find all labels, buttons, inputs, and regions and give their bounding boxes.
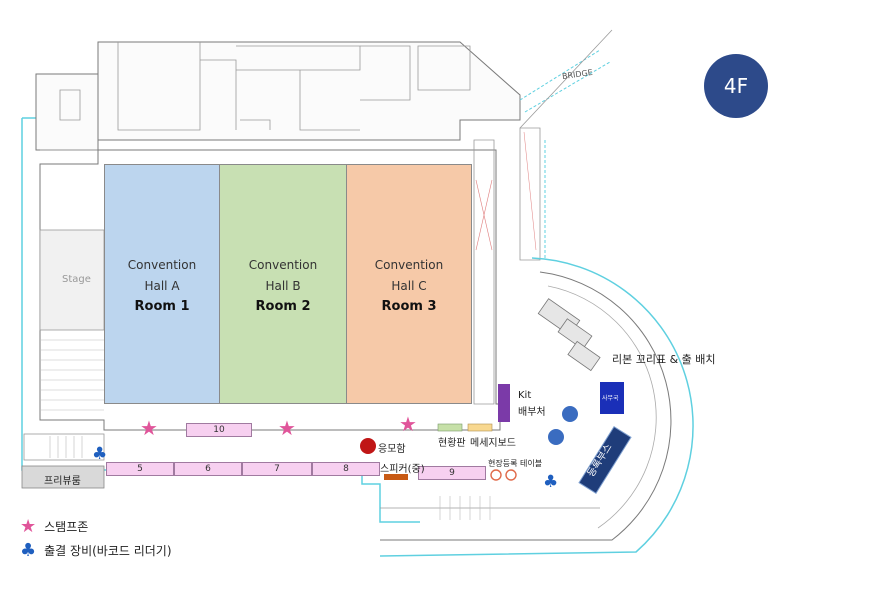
office-label: 사무국 xyxy=(602,395,619,402)
onsite-table-label: 현장등록 테이블 xyxy=(488,459,543,468)
floor-badge: 4F xyxy=(704,54,768,118)
ballot-box-label: 응모함 xyxy=(378,444,406,455)
stamp-zone-star-icon: ★ xyxy=(399,412,417,436)
stage-label: Stage xyxy=(62,274,91,285)
legend-stamp: ★ 스탬프존 xyxy=(20,516,88,537)
kit-label-line1: Kit xyxy=(518,390,532,401)
message-board-label: 메세지보드 xyxy=(470,438,516,449)
hall-c-line1: Convention xyxy=(374,257,444,272)
legend-stamp-label: 스탬프존 xyxy=(44,520,89,534)
hall-b-line2: Hall B xyxy=(265,278,301,293)
booth-7: 7 xyxy=(242,462,312,476)
speaker-label: 스피커(중) xyxy=(380,464,425,475)
legend-club-icon: ♣ xyxy=(20,540,37,561)
legend-scanner-label: 출결 장비(바코드 리더기) xyxy=(44,544,172,558)
hall-c-line2: Hall C xyxy=(391,278,427,293)
hall-a-line2: Hall A xyxy=(144,278,180,293)
ribbon-label: 리본 꼬리표 & 출 배치 xyxy=(612,353,716,366)
scanner-club-icon: ♣ xyxy=(543,472,559,492)
status-board-label: 현황판 xyxy=(438,438,466,449)
legend-star-icon: ★ xyxy=(20,516,37,537)
booth-8: 8 xyxy=(312,462,380,476)
convention-hall-b: Convention Hall B Room 2 xyxy=(219,164,347,404)
convention-hall-c: Convention Hall C Room 3 xyxy=(346,164,472,404)
scanner-club-icon: ♣ xyxy=(92,444,108,464)
hall-a-room: Room 1 xyxy=(134,298,190,314)
booth-5: 5 xyxy=(106,462,174,476)
hall-b-line1: Convention xyxy=(248,257,318,272)
stamp-zone-star-icon: ★ xyxy=(140,416,158,440)
booth-6: 6 xyxy=(174,462,242,476)
booth-10: 10 xyxy=(186,423,252,437)
convention-hall-a: Convention Hall A Room 1 xyxy=(104,164,220,404)
legend-scanner: ♣ 출결 장비(바코드 리더기) xyxy=(20,540,172,561)
hall-a-line1: Convention xyxy=(127,257,197,272)
hall-b-room: Room 2 xyxy=(255,298,311,314)
kit-label-line2: 배부처 xyxy=(518,407,546,418)
stamp-zone-star-icon: ★ xyxy=(278,416,296,440)
free-view-room-label: 프리뷰룸 xyxy=(44,476,81,487)
booth-9: 9 xyxy=(418,466,486,480)
hall-c-room: Room 3 xyxy=(381,298,437,314)
